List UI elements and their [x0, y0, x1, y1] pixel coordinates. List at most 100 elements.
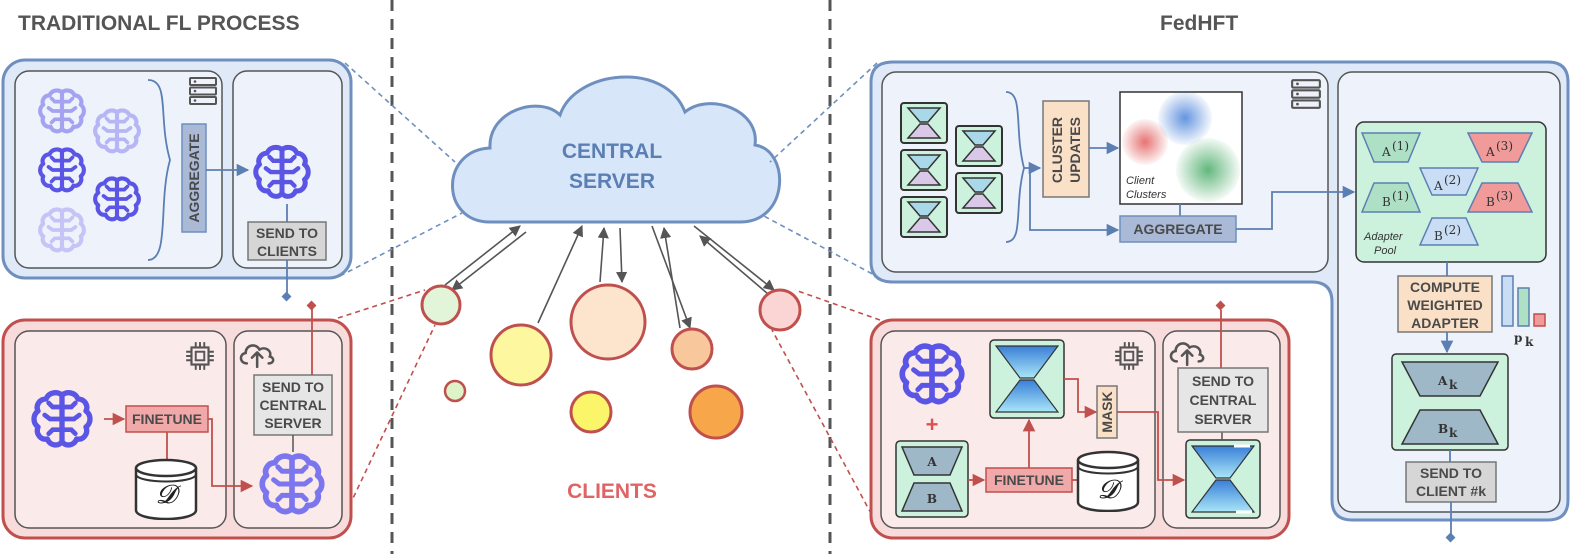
send-to-central-line1: SEND TO: [1192, 373, 1254, 389]
adapter-a3-label: A: [1485, 145, 1495, 159]
traditional-server-panel: AGGREGATE SEND TO CLIENTS: [1, 58, 353, 302]
cluster-blue: [1158, 91, 1212, 145]
send-to-central-line1: SEND TO: [262, 379, 324, 395]
central-server-line1: CENTRAL: [562, 140, 662, 163]
compute-line2: WEIGHTED: [1407, 297, 1482, 313]
adapter-a2-sup: (2): [1444, 173, 1461, 187]
adapter-a1: [1360, 132, 1422, 163]
client-node: [569, 390, 613, 434]
adapter-a3-sup: (3): [1496, 139, 1513, 153]
adapter-b1: [1360, 182, 1422, 213]
cloud-link-right-bottom: [761, 214, 881, 279]
client-link-left-top: [337, 289, 426, 319]
adapter-update-icon: [900, 149, 948, 191]
adapter-b2-sup: (2): [1444, 223, 1461, 237]
adapter-bk: [1400, 409, 1500, 445]
client-node: [688, 384, 744, 440]
send-to-central-line3: SERVER: [1194, 411, 1251, 427]
client-node: [443, 379, 467, 403]
cluster-green: [1176, 138, 1240, 202]
client-node: [420, 284, 462, 326]
client-nodes: [420, 283, 802, 440]
send-to-clients-line1: SEND TO: [256, 225, 318, 241]
client-clusters-line2: Clusters: [1126, 189, 1167, 201]
clients-label: CLIENTS: [567, 480, 657, 503]
adapter-b1-label: B: [1382, 195, 1391, 209]
client-node: [569, 283, 647, 361]
fedhft-server-panel: CLUSTER UPDATES Client Clusters AGGREGAT…: [869, 60, 1570, 543]
aggregate-box: [181, 123, 207, 233]
adapter-b3-sup: (3): [1496, 189, 1513, 203]
pk-bar-3: [1533, 313, 1546, 327]
adapter-pool-line2: Pool: [1374, 245, 1397, 257]
cluster-updates-line1: CLUSTER: [1049, 117, 1065, 183]
compute-line1: COMPUTE: [1410, 279, 1480, 295]
traditional-heading: TRADITIONAL FL PROCESS: [18, 12, 300, 35]
send-to-clients-line2: CLIENTS: [257, 243, 317, 259]
adapter-a1-label: A: [1381, 145, 1391, 159]
pk-bar-1: [1501, 275, 1514, 327]
adapter-pool-line1: Adapter: [1363, 231, 1404, 243]
client-arrows: [444, 224, 775, 330]
fedhft-heading: FedHFT: [1160, 12, 1238, 35]
adapter-update-icon: [900, 196, 948, 238]
adapter-a2: [1418, 167, 1480, 196]
adapter-ak: [1400, 361, 1500, 397]
adapter-b2: [1418, 217, 1480, 246]
finetune-label: FINETUNE: [132, 411, 202, 427]
adapter-update-icon: [955, 172, 1003, 214]
client-link-right-bottom: [771, 329, 881, 531]
pk-sub: k: [1525, 335, 1534, 349]
aggregate-label: AGGREGATE: [1133, 221, 1222, 237]
adapter-b1-sup: (1): [1392, 189, 1409, 203]
cluster-red: [1122, 119, 1168, 165]
central-server-cloud: CENTRAL SERVER: [451, 75, 782, 224]
bk-sub: k: [1449, 426, 1458, 440]
client-clusters-line1: Client: [1126, 175, 1155, 187]
cluster-updates-box: [1042, 100, 1090, 198]
adapter-b2-label: B: [1434, 229, 1443, 243]
send-to-central-box: [253, 374, 333, 436]
mask-label: MASK: [1099, 391, 1115, 432]
send-to-central-box: [1177, 367, 1269, 433]
bk-label: B: [1438, 422, 1448, 436]
finetune-box: [985, 467, 1073, 493]
pk-label: p: [1514, 331, 1522, 345]
cloud-link-right-top: [769, 62, 878, 163]
send-to-client-k-line1: SEND TO: [1420, 465, 1482, 481]
cloud-link-left-top: [344, 62, 456, 163]
client-node: [489, 323, 553, 387]
adapter-b3: [1466, 182, 1534, 213]
client-link-left-bottom: [337, 324, 436, 531]
send-to-central-line3: SERVER: [264, 415, 321, 431]
pk-bar-2: [1517, 287, 1530, 327]
send-to-clients-box: [247, 221, 327, 261]
aggregate-label: AGGREGATE: [186, 133, 202, 222]
client-node: [758, 288, 802, 332]
adapter-a3: [1466, 132, 1534, 163]
cluster-updates-line2: UPDATES: [1067, 117, 1083, 183]
adapter-b3-label: B: [1486, 195, 1495, 209]
traditional-client-panel: FINETUNE 𝓓 SEND TO CENTRAL SERVER: [1, 300, 353, 540]
compute-weighted-adapter-box: [1397, 275, 1493, 333]
adapter-a-label: A: [926, 455, 937, 469]
send-to-central-line2: CENTRAL: [1190, 392, 1257, 408]
finetune-box: [125, 405, 209, 433]
send-to-client-k-line2: CLIENT #k: [1416, 483, 1486, 499]
brace: [147, 79, 171, 261]
ak-sub: k: [1449, 378, 1458, 392]
send-to-central-line2: CENTRAL: [260, 397, 327, 413]
adapter-a2-label: A: [1433, 179, 1443, 193]
ak-label: A: [1437, 374, 1448, 388]
adapter-update-icon: [900, 102, 948, 144]
fedhft-client-panel: + A B FINETUNE 𝓓 MASK SEND TO CENTRAL SE…: [869, 300, 1291, 540]
client-link-right-top: [794, 289, 881, 321]
compute-line3: ADAPTER: [1411, 315, 1479, 331]
plus-sign: +: [926, 412, 939, 437]
adapter-b-label: B: [927, 492, 937, 506]
adapter-update-icon: [955, 125, 1003, 167]
client-node: [670, 327, 714, 371]
central-server-line2: SERVER: [569, 170, 655, 193]
finetune-label: FINETUNE: [994, 472, 1064, 488]
